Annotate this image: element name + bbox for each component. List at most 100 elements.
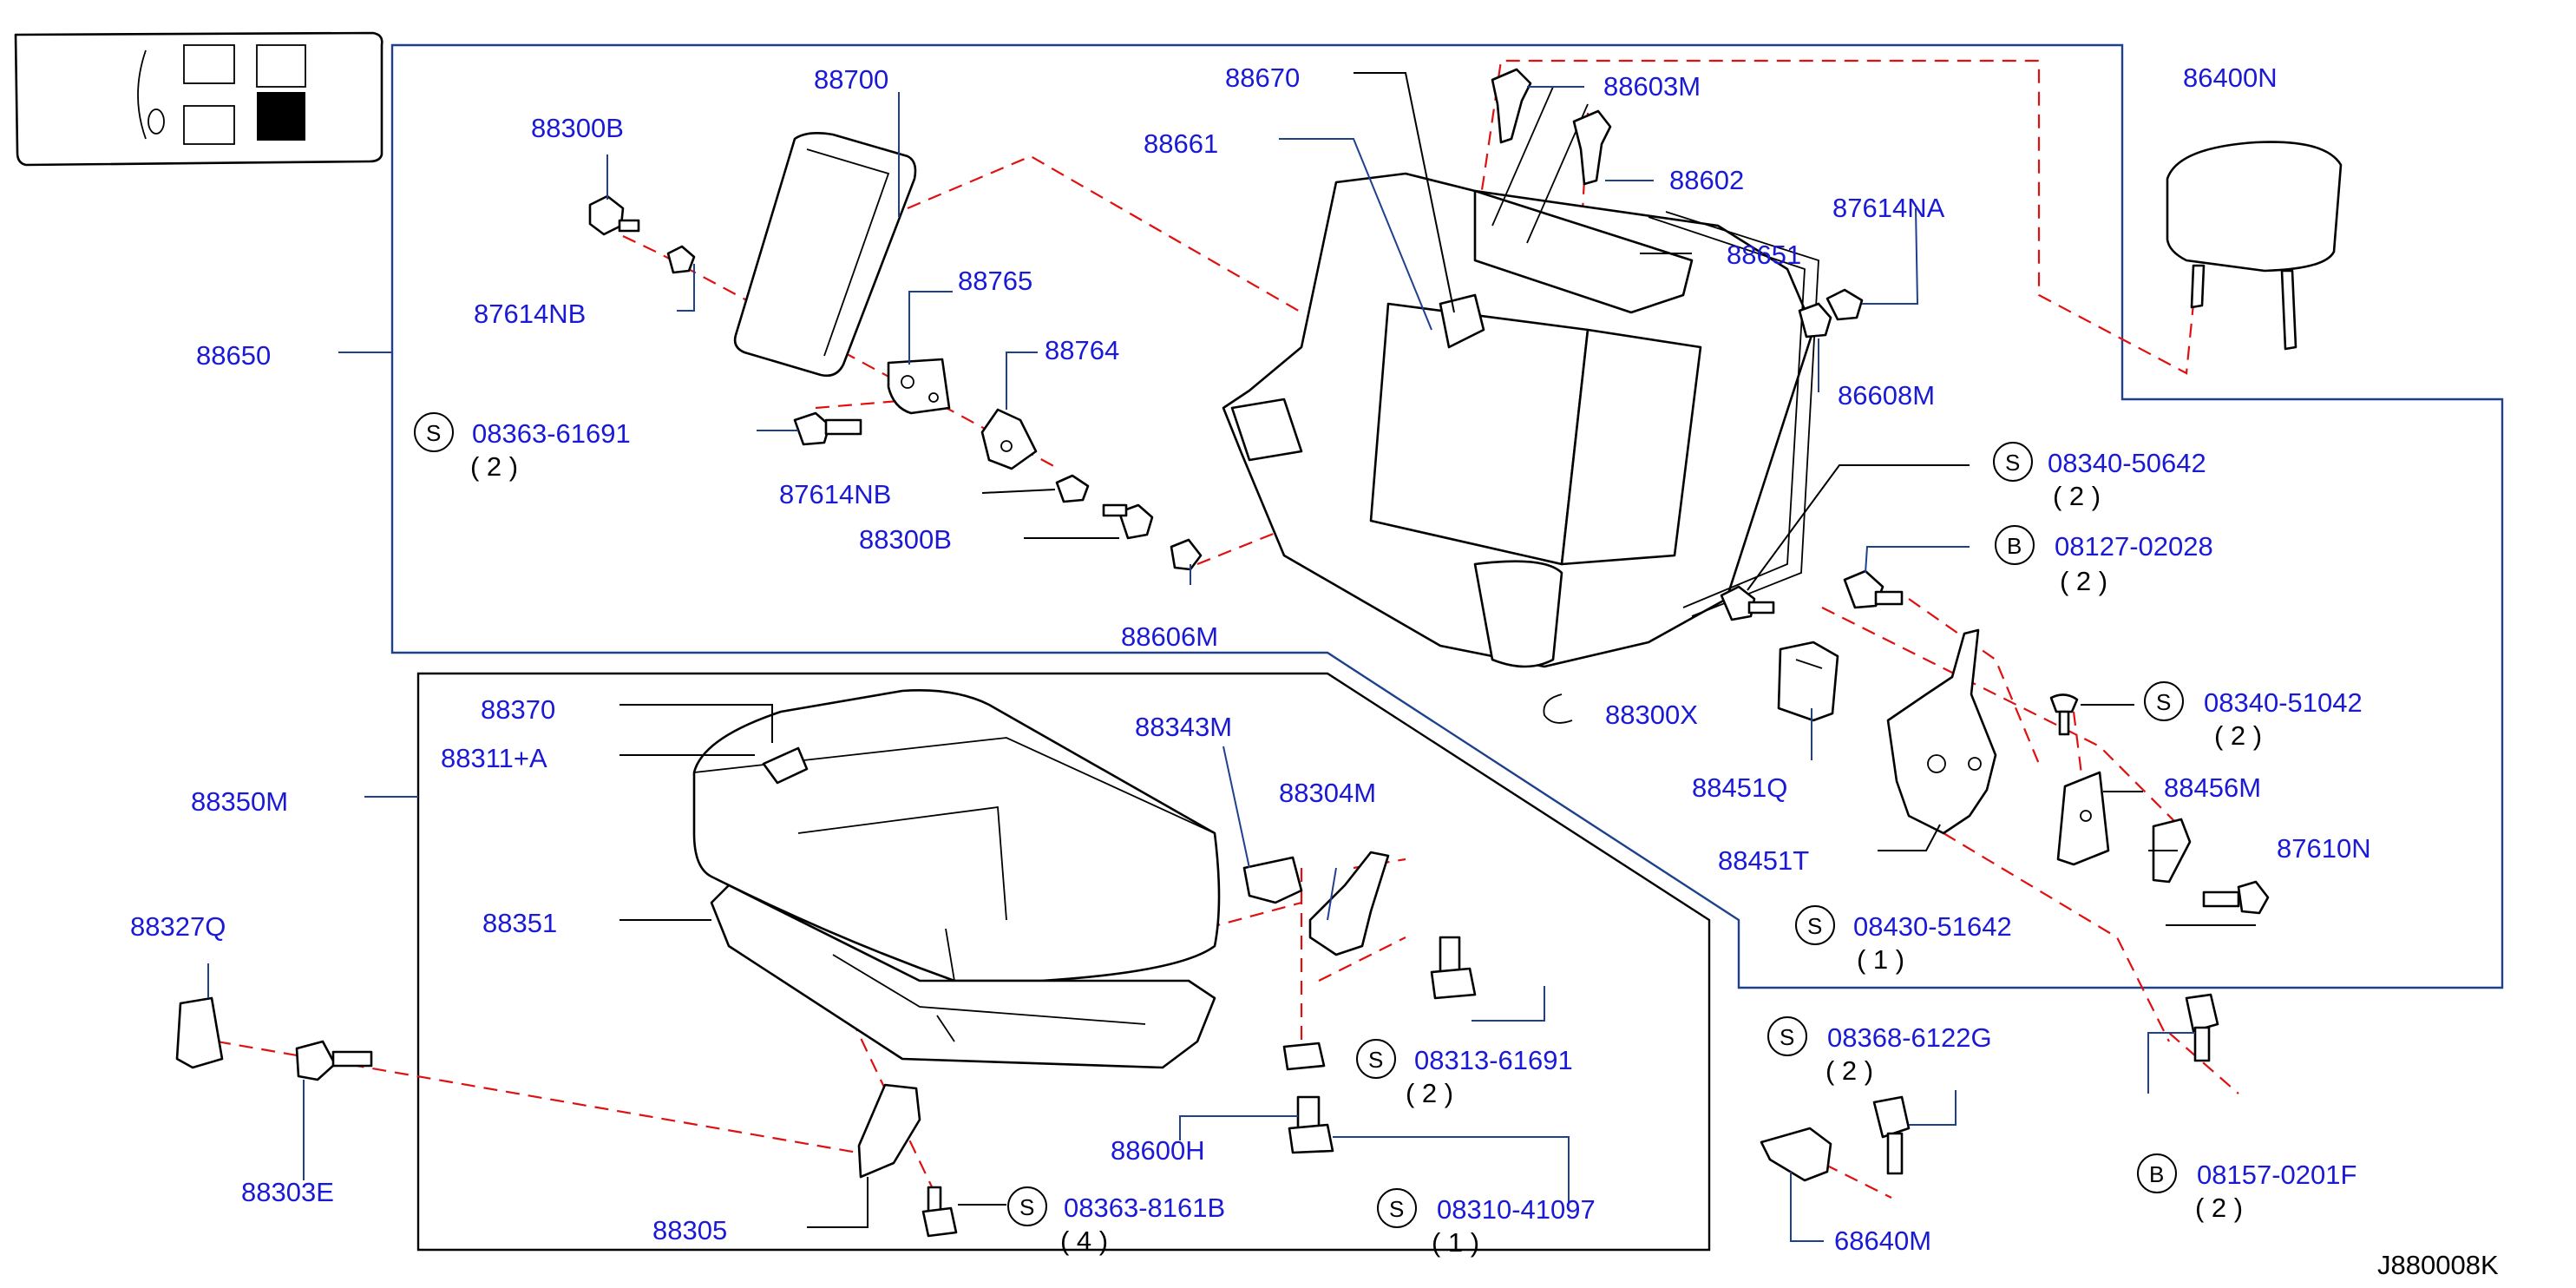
bolt-08310-41097 xyxy=(1288,1095,1334,1154)
bracket-68640M xyxy=(1760,1127,1832,1182)
label-88305: 88305 xyxy=(652,1215,727,1245)
bolt-08313-61691 xyxy=(1430,936,1477,1000)
bolt-08368-6122G xyxy=(1872,1095,1911,1175)
svg-text:( 1 ): ( 1 ) xyxy=(1857,944,1904,975)
svg-text:S: S xyxy=(1807,913,1822,939)
recliner-cover-88451Q xyxy=(1777,641,1839,722)
label-88343M: 88343M xyxy=(1135,712,1232,742)
svg-text:( 4 ): ( 4 ) xyxy=(1060,1226,1108,1256)
label-88650: 88650 xyxy=(196,340,271,371)
headrest-86400N xyxy=(2166,141,2343,351)
cushion-group-box xyxy=(416,672,1711,1252)
grommet-86608M xyxy=(1798,302,1832,338)
svg-text:08368-6122G: 08368-6122G xyxy=(1827,1022,1992,1053)
hinge-88304M xyxy=(1308,851,1390,956)
label-86608M: 86608M xyxy=(1838,380,1935,411)
clip-87614NB-top xyxy=(666,245,696,274)
svg-text:08313-61691: 08313-61691 xyxy=(1414,1045,1573,1075)
label-87614NB-top: 87614NB xyxy=(474,299,586,329)
svg-text:08157-0201F: 08157-0201F xyxy=(2197,1160,2356,1190)
seat-cushion xyxy=(692,689,1221,982)
hardware-callouts: S 08363-61691 ( 2 ) S 08340-50642 ( 2 ) … xyxy=(414,412,2363,1258)
callout-08340-51042: S 08340-51042 ( 2 ) xyxy=(2144,681,2363,751)
callout-08127-02028: B 08127-02028 ( 2 ) xyxy=(1995,525,2213,596)
svg-text:S: S xyxy=(1019,1194,1034,1220)
label-88351: 88351 xyxy=(482,908,557,938)
cushion-frame-88351 xyxy=(710,884,1216,1069)
drawing-id: J880008K xyxy=(2377,1250,2499,1280)
label-88661: 88661 xyxy=(1144,128,1218,159)
screw-08363-8161B xyxy=(921,1186,958,1238)
label-88456M: 88456M xyxy=(2164,772,2261,803)
label-88600H: 88600H xyxy=(1111,1135,1205,1166)
bracket-88343M xyxy=(1242,856,1303,904)
callout-08157-0201F: B 08157-0201F ( 2 ) xyxy=(2137,1153,2356,1223)
svg-text:08363-61691: 08363-61691 xyxy=(472,418,631,449)
svg-text:S: S xyxy=(426,420,441,446)
bolt-88303E xyxy=(295,1040,373,1081)
svg-text:08363-8161B: 08363-8161B xyxy=(1064,1193,1225,1223)
seatback-assembly xyxy=(1222,86,1819,668)
callout-08313-61691: S 08313-61691 ( 2 ) xyxy=(1356,1039,1573,1108)
headrest-guides xyxy=(1491,68,1612,186)
callout-08340-50642: S 08340-50642 ( 2 ) xyxy=(1993,442,2206,511)
svg-text:08310-41097: 08310-41097 xyxy=(1437,1194,1596,1225)
label-88370: 88370 xyxy=(481,694,555,725)
svg-text:08340-51042: 08340-51042 xyxy=(2204,687,2363,718)
bolt-08127-02028 xyxy=(1843,569,1904,609)
callout-08430-51642: S 08430-51642 ( 1 ) xyxy=(1795,905,2012,975)
bracket-88765 xyxy=(887,358,951,415)
label-87614NA: 87614NA xyxy=(1832,193,1945,223)
clip-88606M xyxy=(1170,538,1203,571)
label-88606M: 88606M xyxy=(1121,621,1218,652)
svg-text:( 2 ): ( 2 ) xyxy=(2195,1193,2243,1223)
label-88451Q: 88451Q xyxy=(1692,772,1787,803)
label-88670: 88670 xyxy=(1225,62,1300,93)
screw-08340-50642 xyxy=(1720,585,1775,621)
svg-text:( 1 ): ( 1 ) xyxy=(1432,1227,1479,1258)
callout-08363-8161B: S 08363-8161B ( 4 ) xyxy=(1007,1186,1225,1256)
bracket-88456M xyxy=(2056,771,2110,866)
clip-88300X xyxy=(1543,693,1573,724)
label-88451T: 88451T xyxy=(1718,845,1809,876)
svg-text:( 2 ): ( 2 ) xyxy=(1406,1078,1453,1108)
side-bolster-88700 xyxy=(733,132,917,378)
bolt-88300B-top xyxy=(588,194,640,236)
svg-text:( 2 ): ( 2 ) xyxy=(2214,720,2262,751)
svg-text:08430-51642: 08430-51642 xyxy=(1853,911,2012,942)
label-86400N: 86400N xyxy=(2183,62,2278,93)
grommet-88600H xyxy=(1282,1042,1326,1071)
svg-text:08127-02028: 08127-02028 xyxy=(2055,531,2213,562)
part-labels: 88700 88300B 87614NB 88650 88765 88764 8… xyxy=(130,62,2371,1256)
label-88300X: 88300X xyxy=(1605,700,1698,730)
svg-text:S: S xyxy=(1389,1196,1404,1222)
svg-text:B: B xyxy=(2007,533,2022,559)
screw-08363-61691 xyxy=(793,411,862,446)
svg-text:( 2 ): ( 2 ) xyxy=(2053,481,2101,511)
screw-08430-51642 xyxy=(2202,880,2270,915)
label-88603M: 88603M xyxy=(1603,71,1701,102)
recliner-88451T xyxy=(1886,628,1997,835)
svg-text:( 2 ): ( 2 ) xyxy=(2060,566,2107,596)
locator-thumbnail xyxy=(14,31,383,167)
bolt-88300B-bottom xyxy=(1102,503,1154,540)
label-88602: 88602 xyxy=(1669,165,1744,195)
bracket-88305 xyxy=(857,1083,921,1179)
svg-text:B: B xyxy=(2149,1161,2164,1187)
leader-lines xyxy=(207,72,2256,1242)
label-88327Q: 88327Q xyxy=(130,911,226,942)
screw-08340-51042 xyxy=(2049,693,2079,736)
label-88350M: 88350M xyxy=(191,786,288,817)
bolt-08157-0201F xyxy=(2185,993,2219,1062)
label-88651: 88651 xyxy=(1727,240,1801,270)
label-87614NB-bottom: 87614NB xyxy=(779,479,891,509)
svg-text:S: S xyxy=(1368,1047,1383,1073)
clip-87614NA xyxy=(1825,288,1864,321)
svg-text:08340-50642: 08340-50642 xyxy=(2048,448,2206,478)
label-88300B-top: 88300B xyxy=(531,113,624,143)
label-88303E: 88303E xyxy=(241,1177,334,1207)
svg-text:S: S xyxy=(2156,689,2171,715)
svg-text:( 2 ): ( 2 ) xyxy=(470,451,518,482)
label-68640M: 68640M xyxy=(1834,1226,1931,1256)
